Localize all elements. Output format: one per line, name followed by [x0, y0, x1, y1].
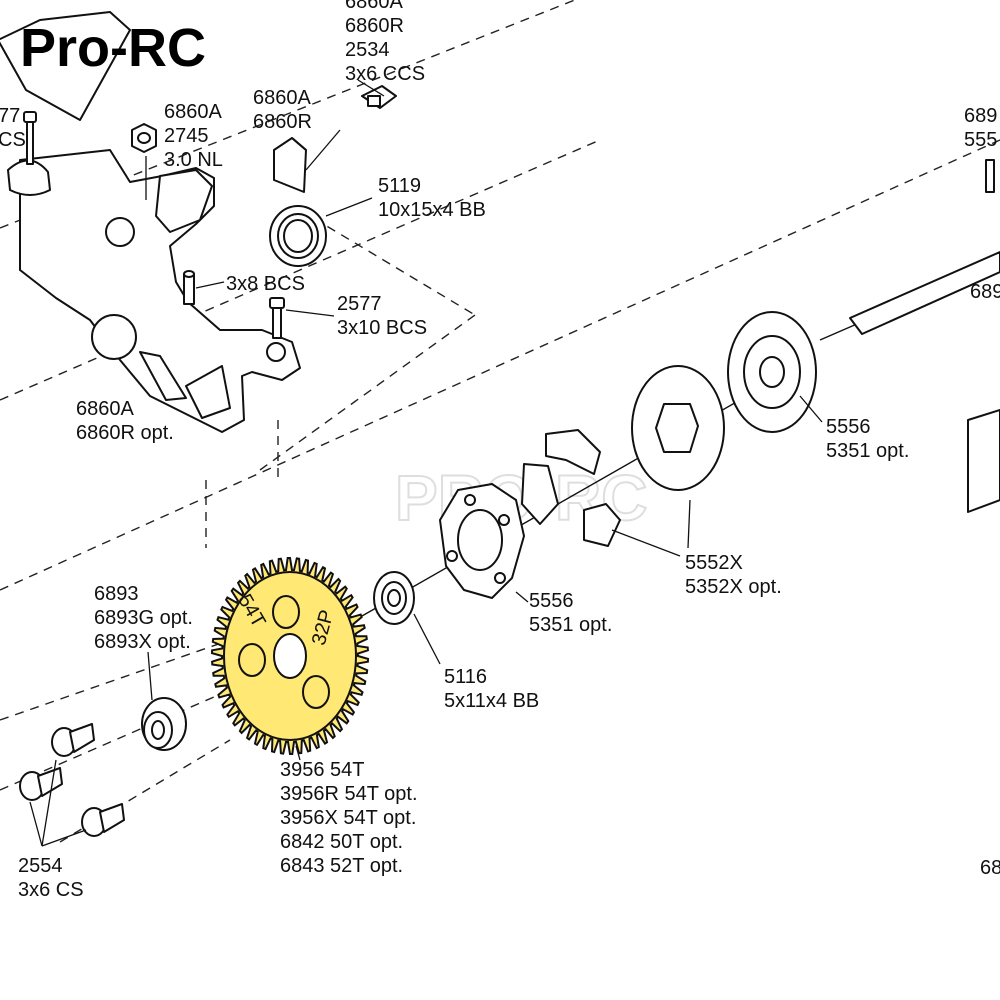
- callout-line: 689: [964, 105, 997, 127]
- callout-line: 3x8 BCS: [226, 273, 305, 295]
- drive-shaft: [849, 159, 1000, 513]
- edge-screw-icon: [23, 111, 37, 165]
- clutch-shoes: [521, 429, 621, 547]
- callout-line: 5552X: [685, 552, 743, 574]
- callout-line: 6842 50T opt.: [280, 831, 403, 853]
- callout-line: 5351 opt.: [529, 614, 612, 636]
- clutch-disk: [631, 365, 725, 491]
- callout-line: 6860A: [76, 398, 134, 420]
- callout-line: 5351 opt.: [826, 440, 909, 462]
- callout-line: 68: [980, 857, 1000, 879]
- spur-gear-hole: [302, 675, 330, 709]
- callout-line: 5119: [378, 175, 421, 197]
- spacer-icon: [141, 697, 187, 751]
- leader-lines: [29, 79, 823, 847]
- callout-line: 555: [964, 129, 997, 151]
- cap-screw-icon: [51, 723, 95, 757]
- pro-rc-logo: Pro-RC: [20, 18, 206, 78]
- callout-line: 689: [970, 281, 1000, 303]
- bearing-10x15x4-icon: [269, 205, 327, 267]
- callout-line: 3x10 BCS: [337, 317, 427, 339]
- cap-screw-icon: [81, 803, 125, 837]
- cover-cap: [273, 137, 307, 193]
- spur-gear-54t[interactable]: 54T 32P: [210, 557, 370, 755]
- clutch-bell: [727, 311, 817, 433]
- callout-line: CS: [0, 129, 26, 151]
- callout-line: 77: [0, 105, 20, 127]
- callout-line: 3956X 54T opt.: [280, 807, 416, 829]
- spur-gear-hole: [238, 643, 266, 677]
- callout-line: 5x11x4 BB: [444, 690, 539, 712]
- clutch-hub: [439, 483, 525, 599]
- spur-gear-hole: [272, 595, 300, 629]
- callout-line: 6860R: [253, 111, 312, 133]
- callout-line: 3x6 CS: [18, 879, 84, 901]
- callout-line: 6843 52T opt.: [280, 855, 403, 877]
- callout-line: 6860R: [345, 15, 404, 37]
- callout-line: 3956R 54T opt.: [280, 783, 418, 805]
- callout-line: 2577: [337, 293, 382, 315]
- callout-line: 6860A: [253, 87, 311, 109]
- callout-line: 6893X opt.: [94, 631, 191, 653]
- callout-edge-right-bottom: 68: [980, 857, 1000, 879]
- screw-3x8-icon: [183, 270, 195, 305]
- mounting-bracket: [0, 11, 301, 433]
- callout-line: 3956 54T: [280, 759, 365, 781]
- callout-line: 5556: [826, 416, 871, 438]
- callout-line: 6893: [94, 583, 139, 605]
- callout-edge-right-mid: 689: [970, 281, 1000, 303]
- callout-line: 5116: [444, 666, 487, 688]
- callout-line: 6893G opt.: [94, 607, 193, 629]
- callout-line: 5352X opt.: [685, 576, 782, 598]
- countersunk-screw-icon: [361, 85, 397, 109]
- callout-line: 2745: [164, 125, 209, 147]
- screw-3x10-icon: [269, 297, 285, 339]
- callout-line: 3x6 CCS: [345, 63, 425, 85]
- callout-line: 10x15x4 BB: [378, 199, 486, 221]
- callout-line: 3.0 NL: [164, 149, 223, 171]
- callout-line: 2534: [345, 39, 390, 61]
- callout-line: 6860A: [345, 0, 403, 13]
- callout-line: 5556: [529, 590, 574, 612]
- callout-line: 2554: [18, 855, 63, 877]
- callout-screw-3x8: 3x8 BCS: [226, 273, 305, 295]
- callout-line: 6860R opt.: [76, 422, 174, 444]
- bearing-5x11x4-icon: [373, 571, 415, 625]
- lock-nut-icon: [131, 123, 157, 153]
- spur-gear-center-hole: [273, 633, 307, 679]
- cap-screw-icon: [19, 767, 63, 801]
- callout-line: 6860A: [164, 101, 222, 123]
